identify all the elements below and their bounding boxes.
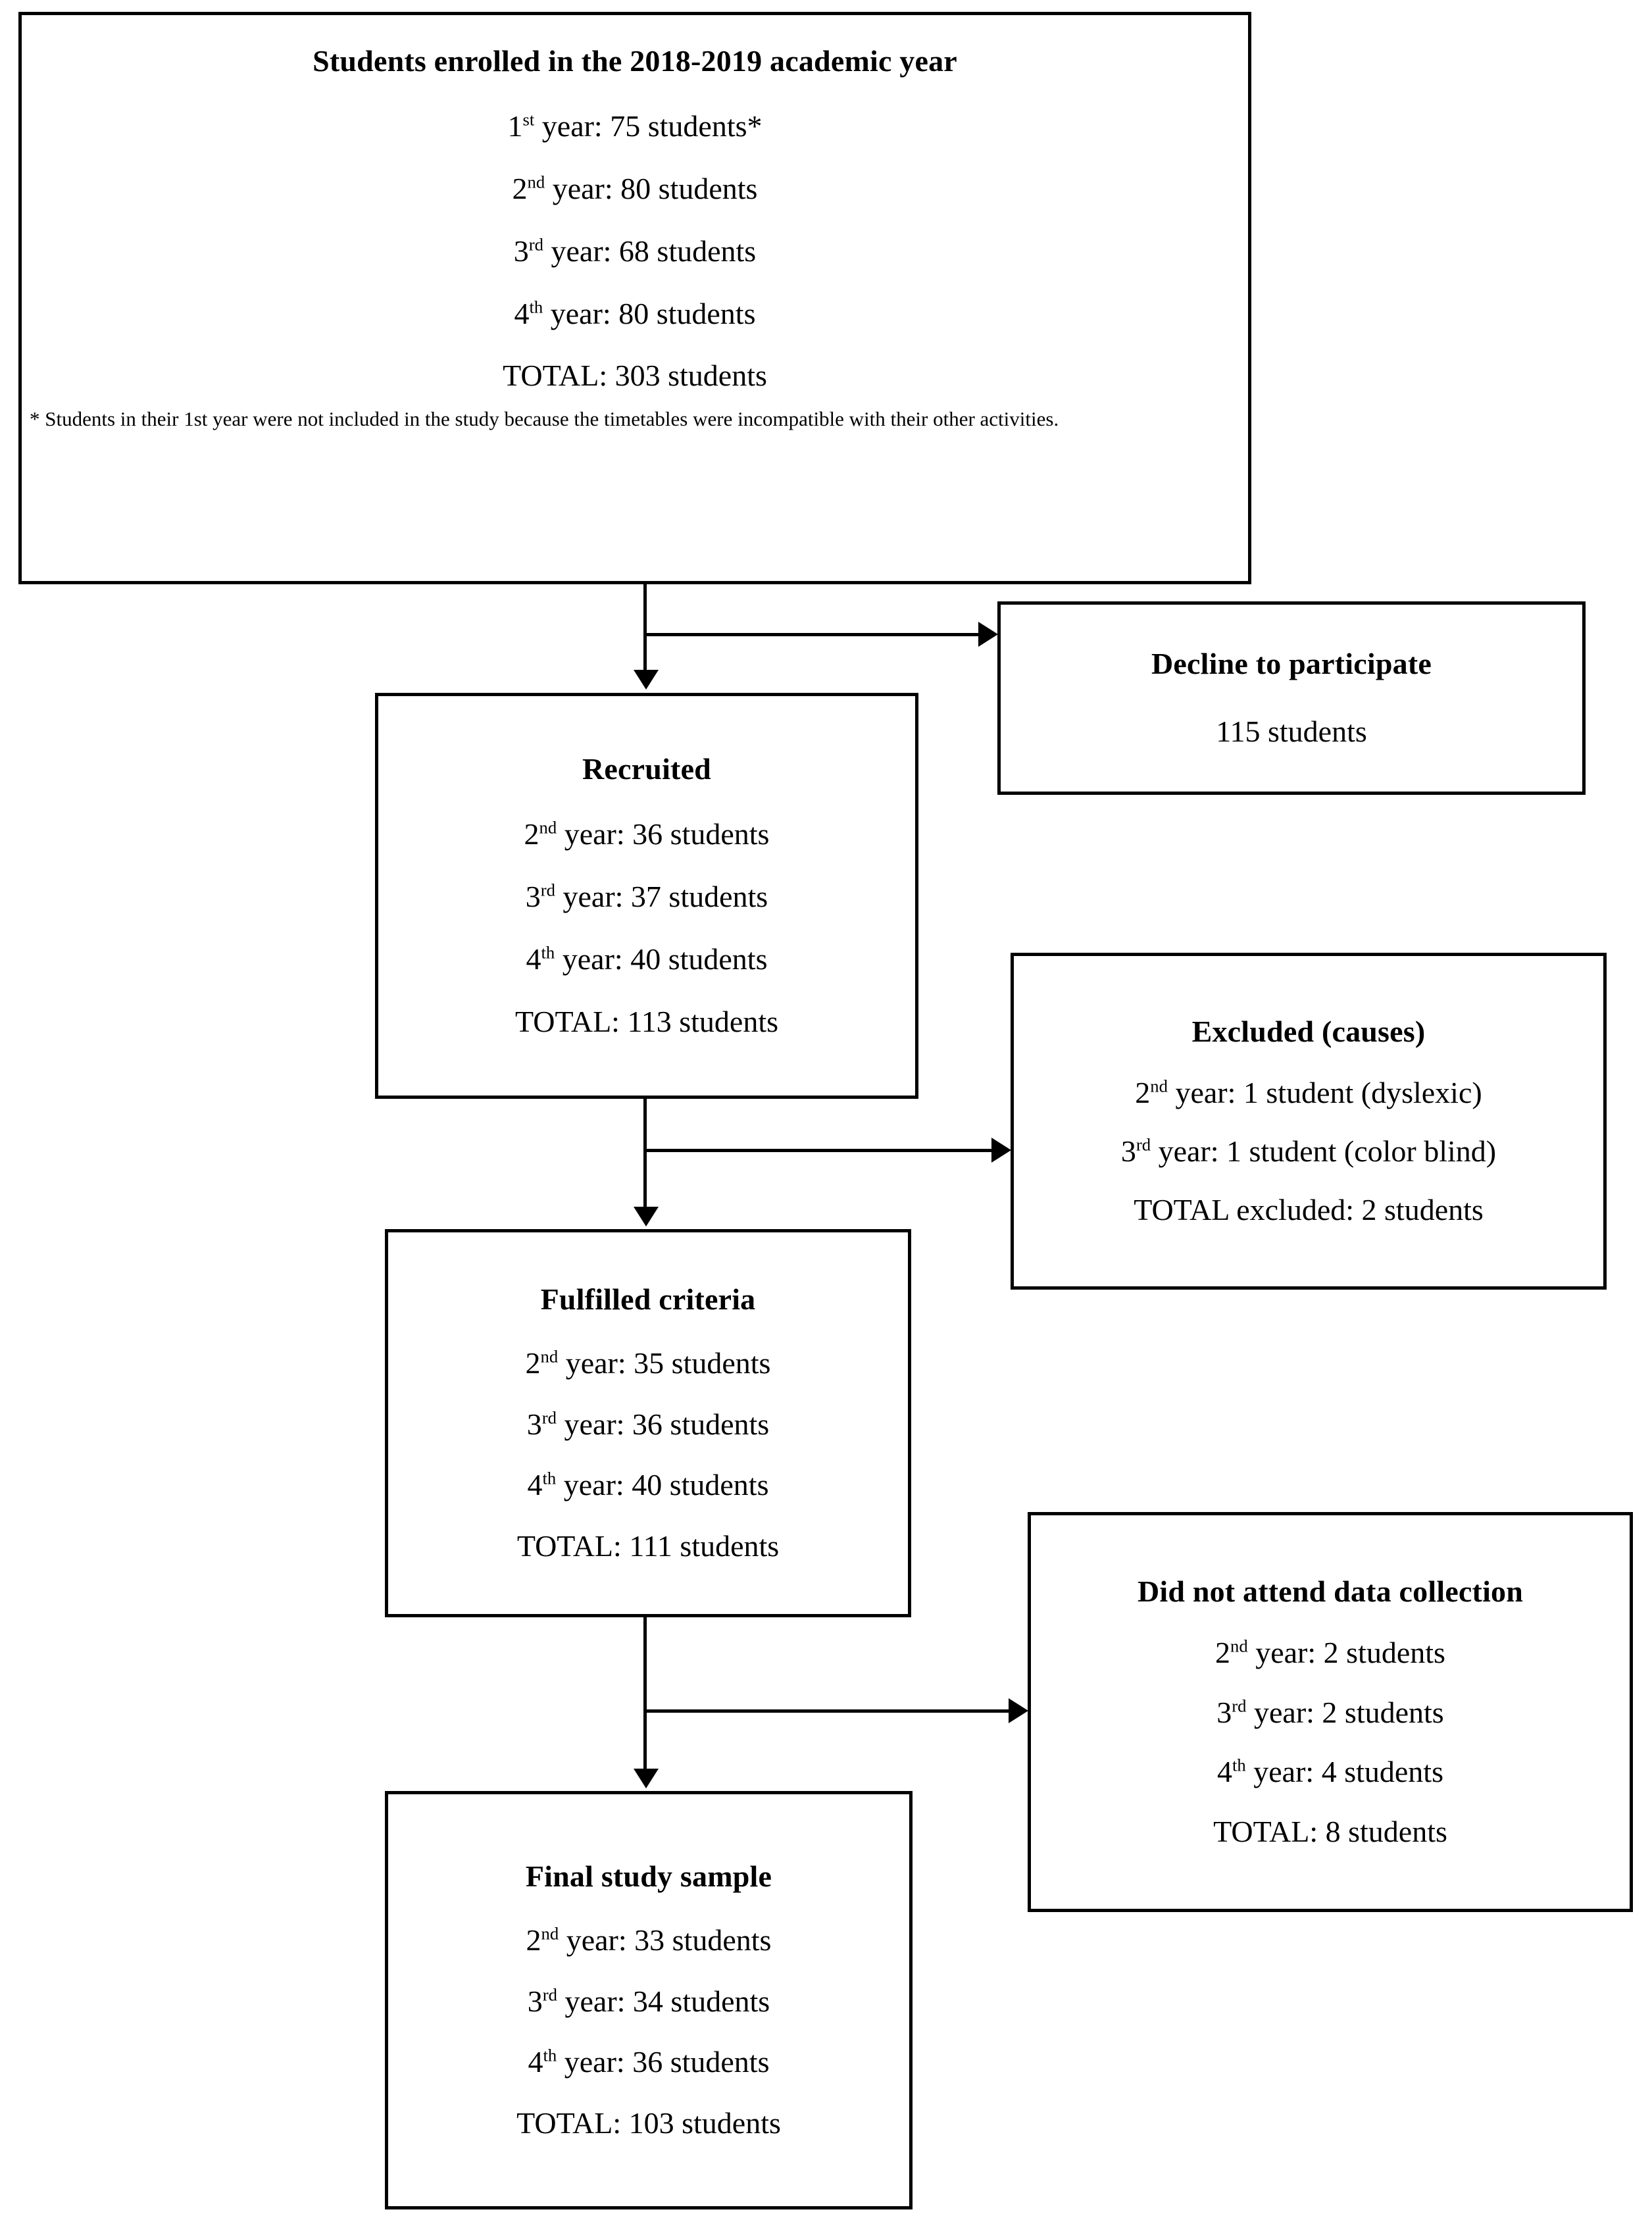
box-line-4th-year: 4th year: 4 students bbox=[1217, 1755, 1443, 1789]
box-line-total: TOTAL: 113 students bbox=[514, 1004, 779, 1038]
arrow-right-icon bbox=[1009, 1698, 1028, 1723]
box-decline-to-participate: Decline to participate 115 students bbox=[997, 601, 1586, 795]
box-excluded-causes: Excluded (causes) 2nd year: 1 student (d… bbox=[1011, 953, 1607, 1290]
connector-recruited-to-excluded bbox=[643, 1149, 993, 1152]
box-line-2nd-year: 2nd year: 36 students bbox=[524, 817, 770, 851]
box-line-total: TOTAL: 103 students bbox=[516, 2106, 781, 2140]
box-line-total: TOTAL excluded: 2 students bbox=[1134, 1192, 1484, 1226]
box-line-total: TOTAL: 111 students bbox=[516, 1529, 780, 1563]
box-line-2nd-year: 2nd year: 80 students bbox=[512, 171, 758, 205]
box-line-1st-year: 1st year: 75 students* bbox=[507, 109, 763, 143]
arrow-down-icon bbox=[634, 670, 659, 690]
box-line-4th-year: 4th year: 80 students bbox=[514, 296, 756, 330]
box-line-3rd-year: 3rd year: 1 student (color blind) bbox=[1120, 1134, 1497, 1168]
box-recruited: Recruited 2nd year: 36 students 3rd year… bbox=[375, 693, 918, 1099]
connector-fulfilled-to-notattend bbox=[643, 1709, 1011, 1713]
box-line-3rd-year: 3rd year: 2 students bbox=[1216, 1695, 1444, 1729]
box-line-3rd-year: 3rd year: 68 students bbox=[513, 234, 757, 268]
box-line-total: 115 students bbox=[1216, 715, 1367, 748]
box-did-not-attend-data-collection: Did not attend data collection 2nd year:… bbox=[1028, 1512, 1633, 1912]
box-line-2nd-year: 2nd year: 35 students bbox=[525, 1346, 771, 1380]
box-line-3rd-year: 3rd year: 37 students bbox=[525, 880, 768, 914]
arrow-down-icon bbox=[634, 1769, 659, 1788]
box-line-2nd-year: 2nd year: 1 student (dyslexic) bbox=[1135, 1076, 1482, 1110]
box-line-2nd-year: 2nd year: 33 students bbox=[526, 1923, 772, 1957]
arrow-right-icon bbox=[991, 1138, 1011, 1163]
box-final-study-sample: Final study sample 2nd year: 33 students… bbox=[385, 1791, 913, 2209]
connector-fulfilled-to-final bbox=[643, 1617, 647, 1770]
box-line-total: TOTAL: 303 students bbox=[503, 359, 767, 393]
box-title: Fulfilled criteria bbox=[540, 1282, 756, 1316]
box-line-2nd-year: 2nd year: 2 students bbox=[1215, 1635, 1445, 1669]
box-title: Recruited bbox=[582, 752, 711, 786]
box-title: Decline to participate bbox=[1151, 647, 1432, 681]
box-line-4th-year: 4th year: 36 students bbox=[528, 2045, 770, 2079]
connector-enrolled-to-decline bbox=[643, 633, 980, 636]
box-line-4th-year: 4th year: 40 students bbox=[527, 1468, 769, 1502]
box-students-enrolled: Students enrolled in the 2018-2019 acade… bbox=[18, 12, 1251, 584]
box-footnote: * Students in their 1st year were not in… bbox=[30, 407, 1059, 431]
connector-recruited-to-fulfilled bbox=[643, 1097, 647, 1208]
box-line-3rd-year: 3rd year: 34 students bbox=[527, 1984, 770, 2018]
box-title: Final study sample bbox=[525, 1859, 772, 1893]
box-line-3rd-year: 3rd year: 36 students bbox=[526, 1407, 770, 1441]
box-line-total: TOTAL: 8 students bbox=[1213, 1815, 1447, 1849]
box-title: Did not attend data collection bbox=[1137, 1574, 1524, 1608]
arrow-right-icon bbox=[978, 622, 998, 647]
box-line-4th-year: 4th year: 40 students bbox=[526, 942, 768, 976]
connector-enrolled-to-recruited bbox=[643, 583, 647, 671]
box-fulfilled-criteria: Fulfilled criteria 2nd year: 35 students… bbox=[385, 1229, 911, 1617]
box-title: Students enrolled in the 2018-2019 acade… bbox=[313, 44, 957, 78]
arrow-down-icon bbox=[634, 1207, 659, 1226]
box-title: Excluded (causes) bbox=[1191, 1015, 1426, 1049]
